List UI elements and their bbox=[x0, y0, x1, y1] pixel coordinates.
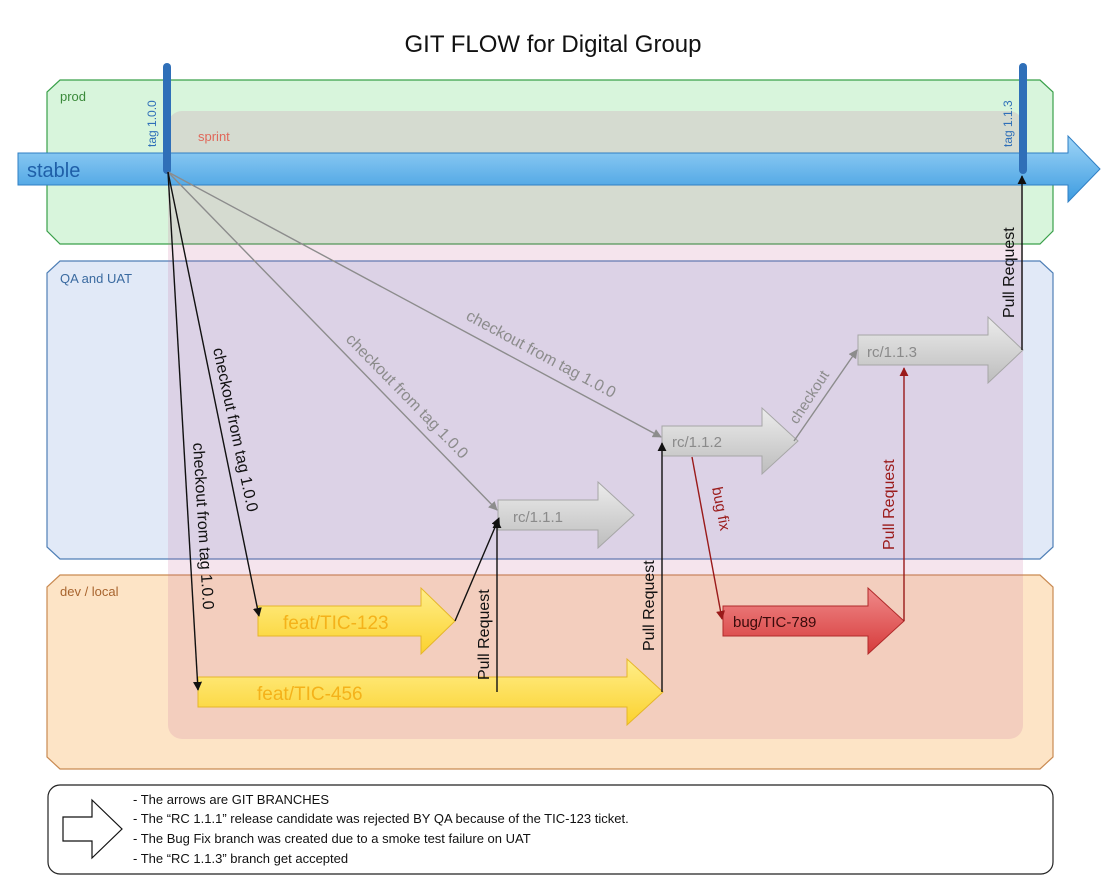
legend-line-4: - The “RC 1.1.3” branch get accepted bbox=[133, 851, 348, 866]
branch-stable-label: stable bbox=[27, 160, 80, 182]
sprint-area bbox=[168, 111, 1023, 739]
zone-qa bbox=[46, 260, 1054, 560]
branch-rc-1-1-3-label: rc/1.1.3 bbox=[867, 344, 917, 361]
branch-rc-1-1-2 bbox=[661, 406, 799, 476]
branch-feat-tic-456 bbox=[197, 657, 664, 727]
branch-rc-1-1-1 bbox=[497, 480, 635, 550]
legend-line-3: - The Bug Fix branch was created due to … bbox=[133, 831, 531, 846]
legend-line-2: - The “RC 1.1.1” release candidate was r… bbox=[133, 811, 629, 826]
tag-label-1-1-3: tag 1.1.3 bbox=[1001, 100, 1015, 147]
branch-rc-1-1-1-label: rc/1.1.1 bbox=[513, 509, 563, 526]
edge-checkout-feat-456 bbox=[167, 171, 203, 691]
branch-feat-tic-456-label: feat/TIC-456 bbox=[257, 684, 363, 705]
branch-feat-tic-123-label: feat/TIC-123 bbox=[283, 613, 389, 634]
tag-label-1-0-0: tag 1.0.0 bbox=[145, 100, 159, 147]
edge-label-pr-rc-1-1-3-stable: Pull Request bbox=[1001, 227, 1018, 318]
edge-checkout-rc-1-1-3 bbox=[793, 349, 858, 442]
legend-arrow-icon bbox=[62, 798, 123, 860]
legend-box bbox=[47, 784, 1054, 875]
edge-bug-fix bbox=[691, 456, 725, 620]
edge-checkout-rc-1-1-1 bbox=[167, 171, 498, 511]
branch-bug-tic-789 bbox=[722, 586, 905, 656]
edge-checkout-feat-123 bbox=[167, 171, 262, 617]
branch-rc-1-1-2-label: rc/1.1.2 bbox=[672, 434, 722, 451]
edge-label-pr-feat-456-rc-1-1-1: Pull Request bbox=[476, 589, 493, 680]
zone-prod-label: prod bbox=[60, 89, 86, 104]
tag-bar-1-1-3 bbox=[1019, 63, 1027, 174]
edge-label-pr-feat-456-rc-1-1-2: Pull Request bbox=[641, 560, 658, 651]
zone-qa-label: QA and UAT bbox=[60, 271, 132, 286]
edge-checkout-rc-1-1-2 bbox=[167, 171, 662, 438]
branch-rc-1-1-3 bbox=[857, 315, 1024, 385]
diagram-title: GIT FLOW for Digital Group bbox=[405, 31, 702, 58]
edge-pr-feat-123-rc-1-1-1 bbox=[454, 517, 500, 622]
branch-feat-tic-123 bbox=[257, 586, 456, 656]
zone-dev-label: dev / local bbox=[60, 584, 119, 599]
legend-line-1: - The arrows are GIT BRANCHES bbox=[133, 792, 329, 807]
edge-label-pr-bug-rc-1-1-3: Pull Request bbox=[881, 459, 898, 550]
branch-bug-tic-789-label: bug/TIC-789 bbox=[733, 614, 816, 631]
tag-bar-1-0-0 bbox=[163, 63, 171, 174]
sprint-label: sprint bbox=[198, 129, 230, 144]
